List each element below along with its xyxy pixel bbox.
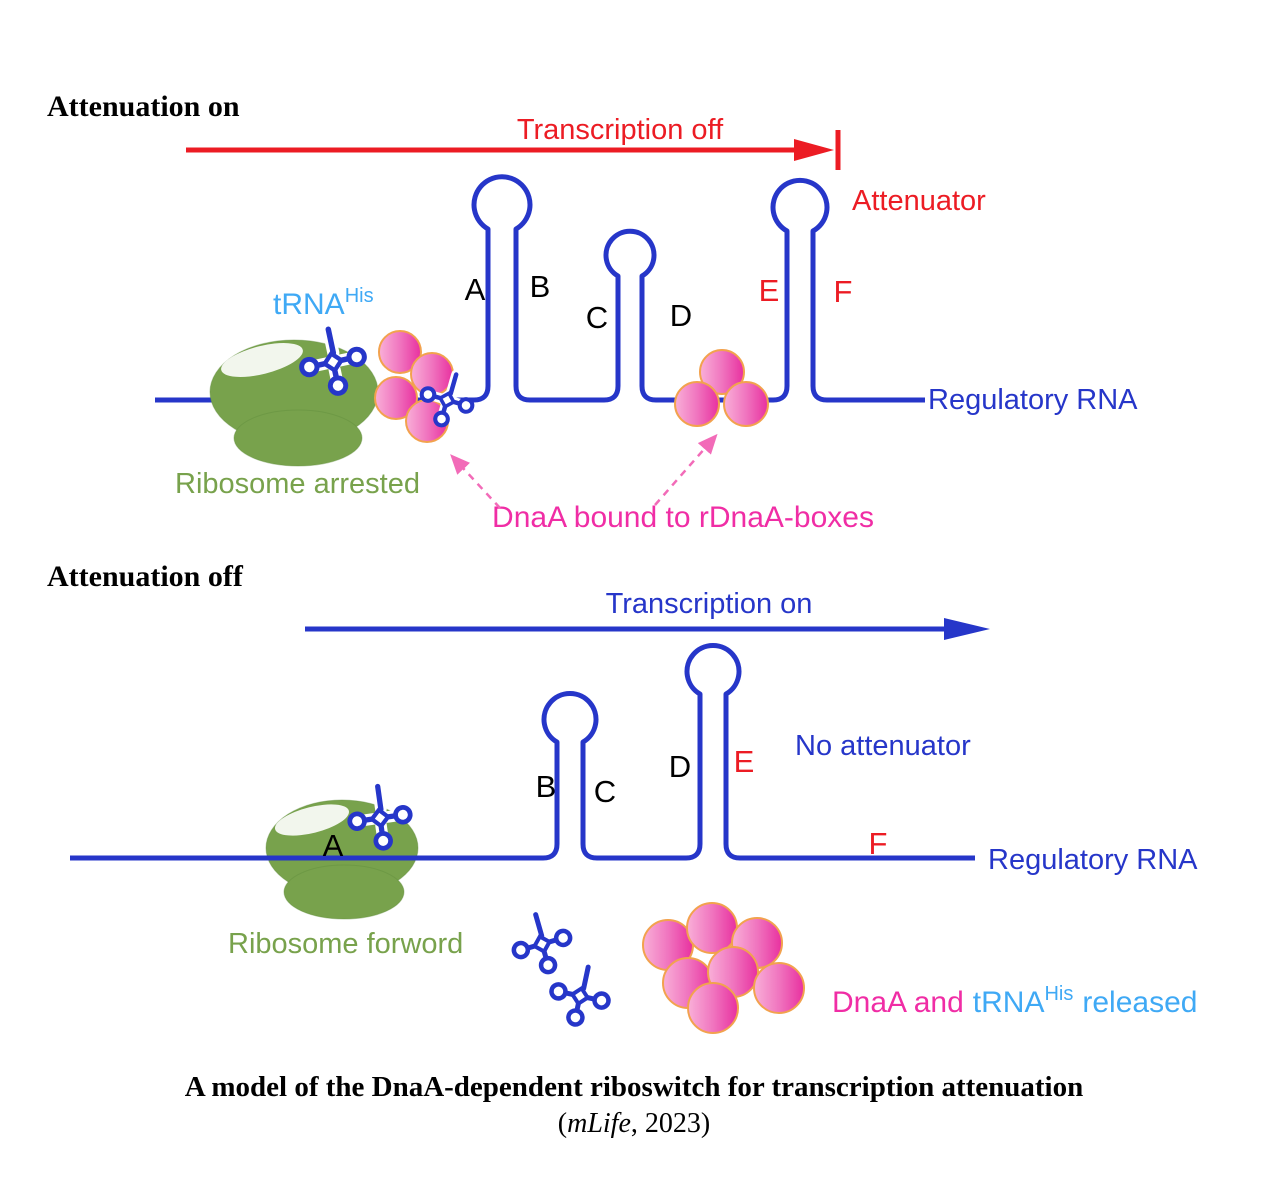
stem-label-c: C xyxy=(594,774,616,809)
released-label-sup: His xyxy=(1044,983,1073,1005)
released-label: DnaA and tRNAHis released xyxy=(832,983,1197,1019)
ribosome-small-subunit xyxy=(283,864,405,920)
released-label-trna: tRNA xyxy=(973,986,1045,1019)
attenuation-on-heading: Attenuation on xyxy=(47,90,240,123)
dnaa-cluster-left xyxy=(374,330,454,443)
stem-label-d: D xyxy=(669,749,691,784)
transcription-on-arrowhead-icon xyxy=(944,618,990,640)
caption-citation: (mLife, 2023) xyxy=(558,1108,710,1139)
panel-attenuation-off: Attenuation off Transcription on xyxy=(47,560,1198,1033)
ribosome-small-subunit xyxy=(233,409,363,467)
caption-citation-open: ( xyxy=(558,1108,567,1139)
stem-label-b: B xyxy=(530,269,551,304)
figure-caption: A model of the DnaA-dependent riboswitch… xyxy=(185,1071,1083,1139)
trna-his-label-base: tRNA xyxy=(273,288,345,321)
stem-label-a: A xyxy=(323,828,344,863)
trna-his-label-sup: His xyxy=(345,285,374,307)
regulatory-rna-strand-bottom xyxy=(70,643,975,861)
ribosome-highlight xyxy=(221,343,303,377)
trna-his-label: tRNAHis xyxy=(273,285,374,321)
panel-attenuation-on: Attenuation on Transcription off xyxy=(47,90,1138,534)
dnaa-protein xyxy=(686,902,738,954)
dnaa-cluster-right xyxy=(674,349,769,427)
trna-glyph-released xyxy=(504,907,579,982)
caption-title: A model of the DnaA-dependent riboswitch… xyxy=(185,1071,1083,1103)
dnaa-protein xyxy=(674,381,720,427)
stem-label-d: D xyxy=(670,298,692,333)
no-attenuator-label: No attenuator xyxy=(795,730,971,762)
transcription-on-label: Transcription on xyxy=(606,588,813,620)
regulatory-rna-strand-top xyxy=(155,174,925,403)
stem-label-a: A xyxy=(465,272,486,307)
dnaa-protein xyxy=(374,376,418,420)
ribosome-arrested-label: Ribosome arrested xyxy=(175,468,420,500)
stem-label-f: F xyxy=(834,274,853,309)
caption-citation-year: , 2023) xyxy=(631,1108,710,1139)
dnaa-annotation-arrow-right xyxy=(654,433,718,506)
dnaa-protein xyxy=(723,381,769,427)
stem-label-e: E xyxy=(734,744,755,779)
dnaa-protein xyxy=(378,330,422,374)
caption-citation-journal: mLife xyxy=(567,1108,631,1139)
dnaa-annotation-arrow-left xyxy=(450,454,501,509)
regulatory-rna-label-bottom: Regulatory RNA xyxy=(988,844,1198,876)
regulatory-rna-label-top: Regulatory RNA xyxy=(928,384,1138,416)
dnaa-cluster-released xyxy=(642,902,805,1034)
dnaa-bound-label: DnaA bound to rDnaA-boxes xyxy=(492,501,874,534)
dnaa-protein xyxy=(753,962,805,1014)
attenuation-off-heading: Attenuation off xyxy=(47,560,244,593)
stem-label-f: F xyxy=(869,826,888,861)
dnaa-protein xyxy=(687,982,739,1034)
ribosome-highlight xyxy=(274,804,350,836)
transcription-off-arrowhead-icon xyxy=(794,139,834,161)
stem-label-b: B xyxy=(536,769,557,804)
attenuator-label: Attenuator xyxy=(852,185,986,217)
stem-label-c: C xyxy=(586,300,608,335)
dnaa-protein xyxy=(699,349,745,395)
ribosome-forword-label: Ribosome forword xyxy=(228,928,463,960)
released-label-rest: released xyxy=(1082,986,1197,1019)
stem-label-e: E xyxy=(759,273,780,308)
released-label-dnaa: DnaA and xyxy=(832,986,964,1019)
transcription-off-label: Transcription off xyxy=(517,114,724,146)
